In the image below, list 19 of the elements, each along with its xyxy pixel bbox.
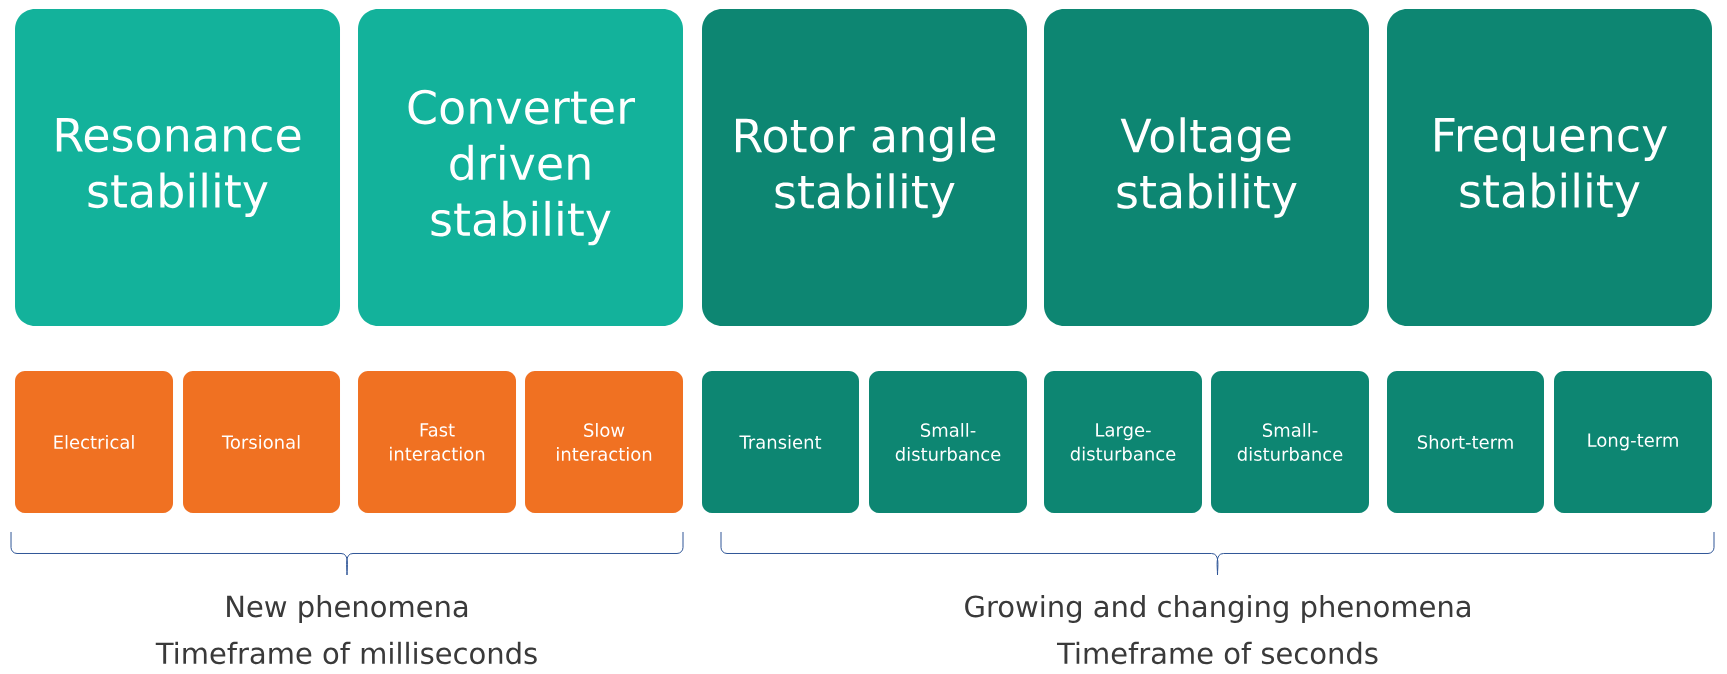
- caption-text: Growing and changing phenomena: [965, 594, 1470, 624]
- category-box: Frequency stability: [1387, 9, 1712, 326]
- subcategory-box: Torsional: [183, 371, 340, 513]
- subcategory-box: Short-term: [1387, 371, 1544, 513]
- subcategory-box: Electrical: [15, 371, 173, 513]
- subcategory-box: Large-disturbance: [1044, 371, 1202, 513]
- subcategory-box: Transient: [702, 371, 859, 513]
- subcategory-box: Slow interaction: [525, 371, 683, 513]
- category-box: Rotor angle stability: [702, 9, 1027, 326]
- subcategory-box: Fast interaction: [358, 371, 516, 513]
- subcategory-box: Long-term: [1554, 371, 1712, 513]
- subcategory-box: Small-disturbance: [1211, 371, 1369, 513]
- caption-text: Timeframe of seconds: [1057, 641, 1378, 665]
- category-box: Converter driven stability: [358, 9, 683, 326]
- category-box: Voltage stability: [1044, 9, 1369, 326]
- subcategory-box: Small-disturbance: [869, 371, 1027, 513]
- caption-text: New phenomena: [227, 594, 468, 624]
- category-box: Resonance stability: [15, 9, 340, 326]
- caption-text: Timeframe of milliseconds: [155, 641, 537, 665]
